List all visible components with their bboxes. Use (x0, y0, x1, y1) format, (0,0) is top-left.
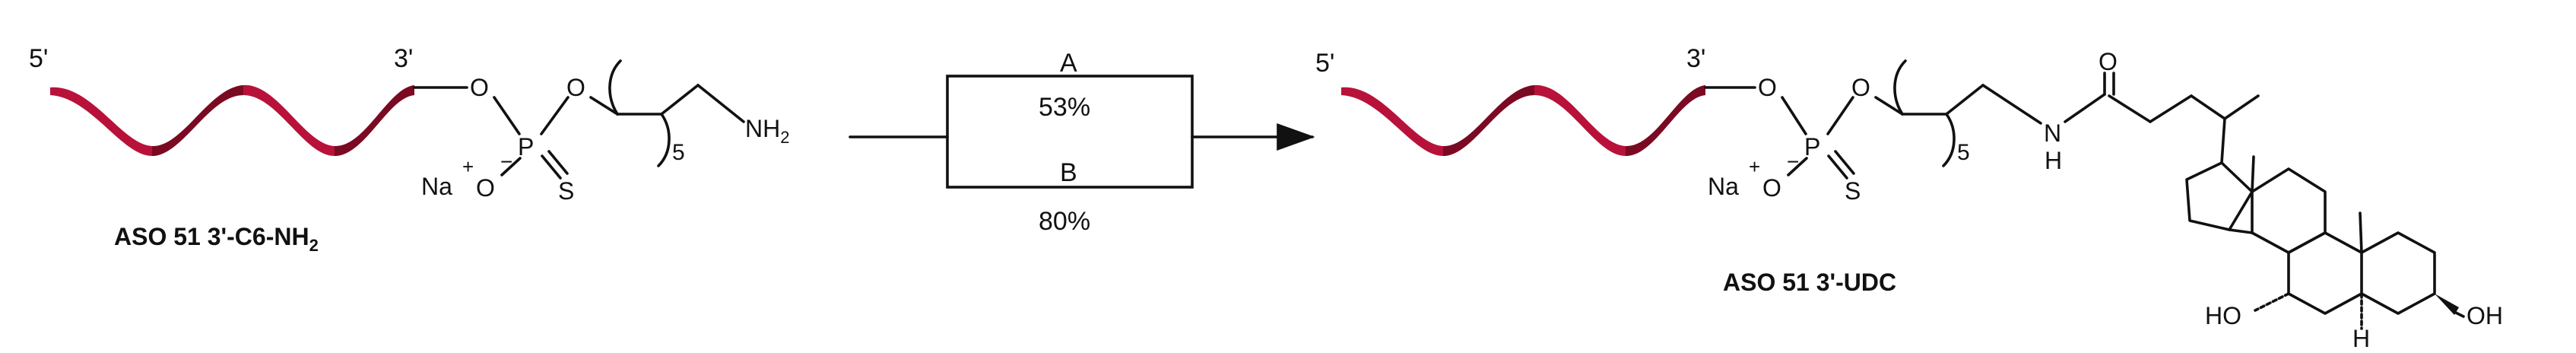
amine-group: NH2 (745, 115, 789, 147)
route-b-yield: 80% (1039, 207, 1090, 236)
phosphorus-atom: P (518, 133, 534, 161)
oxygen-atom: O (470, 74, 489, 101)
amine-subscript: 2 (780, 128, 789, 147)
amine-nh: NH (745, 115, 780, 142)
chain-repeat-count: 5 (1957, 140, 1970, 165)
strand-3-prime-label: 3' (394, 44, 413, 73)
sulfur-atom: S (558, 177, 574, 205)
route-a-yield: 53% (1039, 93, 1090, 122)
oxygen-anion: O (1762, 174, 1781, 202)
charge-minus: − (500, 150, 512, 173)
product-molecule: 5' 3' O P O S O − Na + 5 N H O (1315, 44, 2503, 352)
aso-strand-icon (50, 84, 414, 156)
oxygen-anion: O (476, 174, 495, 202)
conditions-box (946, 75, 1194, 189)
charge-plus: + (462, 155, 474, 178)
strand-3-prime-label: 3' (1686, 44, 1705, 73)
strand-5-prime-label: 5' (29, 44, 48, 73)
reactant-compound-label: ASO 51 3'-C6-NH2 (114, 223, 319, 255)
reactant-molecule: 5' 3' O P O S O − Na + 5 NH2 ASO 51 3'-C… (29, 44, 789, 255)
amide-nitrogen: N (2044, 119, 2061, 147)
oxygen-atom: O (566, 74, 585, 101)
reaction-arrow: A 53% B 80% (849, 49, 1315, 236)
amide-hydrogen: H (2045, 147, 2062, 174)
charge-plus: + (1749, 155, 1760, 178)
hydroxyl-group: OH (2467, 302, 2503, 329)
strand-5-prime-label: 5' (1315, 49, 1334, 78)
route-a-label: A (1060, 49, 1077, 78)
sulfur-atom: S (1845, 177, 1861, 205)
charge-minus: − (1787, 150, 1799, 173)
chain-repeat-count: 5 (672, 140, 685, 165)
aso-strand-icon (1341, 84, 1705, 156)
hydroxyl-group: HO (2205, 302, 2241, 329)
oxygen-atom: O (1851, 74, 1870, 101)
oxygen-atom: O (1758, 74, 1777, 101)
product-compound-label: ASO 51 3'-UDC (1723, 269, 1896, 296)
route-b-label: B (1060, 158, 1077, 187)
sodium-counterion: Na (1708, 173, 1739, 200)
steroid-ring-icon (2185, 155, 2465, 330)
ring-hydrogen: H (2352, 325, 2370, 352)
reactant-label-main: ASO 51 3'-C6-NH (114, 223, 309, 250)
phosphorus-atom: P (1804, 133, 1820, 161)
carbonyl-oxygen: O (2099, 48, 2118, 75)
reactant-label-subscript: 2 (309, 236, 319, 255)
sodium-counterion: Na (421, 173, 452, 200)
